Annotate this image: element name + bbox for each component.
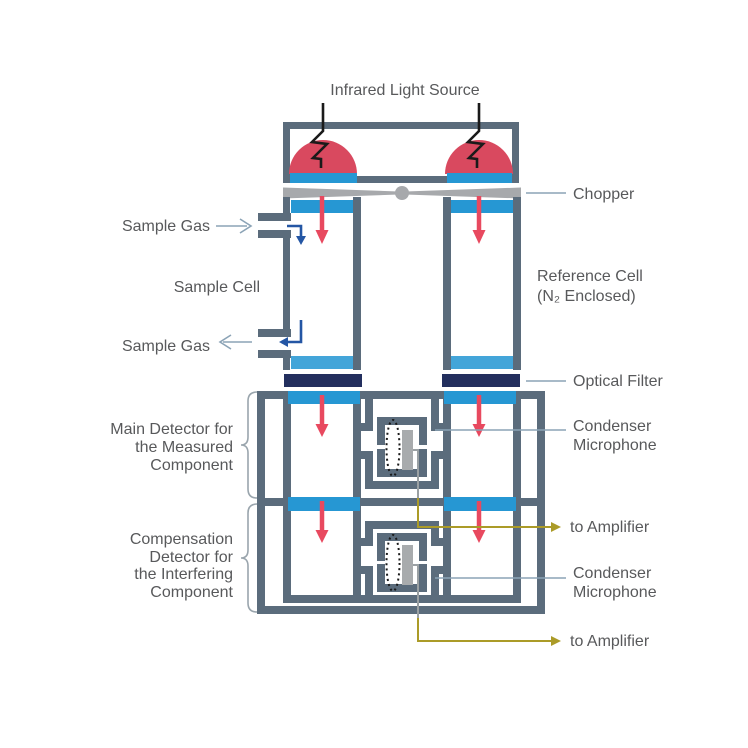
label-chopper: Chopper	[573, 186, 635, 203]
label-to-amplifier-top: to Amplifier	[570, 519, 650, 536]
ir-lamp-housing	[283, 103, 519, 183]
ir-source-right	[445, 140, 513, 174]
main-detector-brace	[240, 391, 258, 499]
filament-wire-left	[309, 103, 330, 168]
ir-beam-arrows	[315, 196, 486, 543]
condenser-microphone-bottom-unit	[353, 521, 451, 595]
label-sample-gas-inlet: Sample Gas	[122, 218, 210, 235]
detector-assembly	[257, 391, 545, 614]
compensation-detector-brace	[240, 503, 258, 613]
label-condenser-mic-bottom-line2: Microphone	[573, 584, 657, 601]
sample-gas-arrow-in	[216, 218, 253, 234]
label-condenser-mic-top-line1: Condenser	[573, 418, 652, 435]
label-optical-filter: Optical Filter	[573, 373, 663, 390]
label-main-detector-line2: the Measured	[135, 439, 233, 456]
gas-flow-arrows	[279, 224, 306, 347]
label-compensation-line2: Detector for	[149, 549, 233, 566]
filament-wire-right	[465, 103, 486, 168]
label-main-detector-line1: Main Detector for	[110, 421, 233, 438]
reference-cell-body	[443, 197, 521, 370]
label-condenser-mic-top-line2: Microphone	[573, 437, 657, 454]
gas-inlet-port	[258, 213, 291, 221]
electrode-bottom	[402, 545, 413, 585]
diaphragm-top	[385, 419, 401, 477]
label-reference-cell-line1: Reference Cell	[537, 268, 643, 285]
ir-source-left	[289, 140, 357, 174]
sample-cell-body	[258, 197, 361, 370]
chopper-pivot	[395, 186, 409, 200]
label-main-detector-line3: Component	[150, 457, 233, 474]
label-compensation-line4: Component	[150, 584, 233, 601]
amplifier-wires	[413, 449, 561, 646]
leader-lines	[435, 192, 566, 579]
sample-gas-arrow-out	[218, 334, 252, 350]
label-compensation-line3: the Interfering	[134, 566, 233, 583]
label-sample-gas-outlet: Sample Gas	[122, 338, 210, 355]
chopper-wheel	[283, 186, 521, 200]
label-infrared-light-source: Infrared Light Source	[330, 82, 480, 99]
label-condenser-mic-bottom-line1: Condenser	[573, 565, 652, 582]
optical-filter-right	[442, 374, 520, 387]
electrode-top	[402, 430, 413, 470]
label-sample-cell: Sample Cell	[174, 279, 260, 296]
label-reference-cell-line2: (N₂ Enclosed)	[537, 288, 636, 305]
sample-cell-bottom-window	[291, 356, 353, 369]
reference-cell-bottom-window	[451, 356, 513, 369]
optical-filter-left	[284, 374, 362, 387]
gas-outlet-port	[258, 329, 291, 337]
label-compensation-line1: Compensation	[130, 531, 233, 548]
diaphragm-bottom	[385, 534, 401, 592]
reference-cell-top-window	[451, 200, 513, 213]
condenser-microphone-top-unit	[353, 391, 451, 489]
optical-filters	[284, 374, 520, 387]
label-to-amplifier-bottom: to Amplifier	[570, 633, 650, 650]
